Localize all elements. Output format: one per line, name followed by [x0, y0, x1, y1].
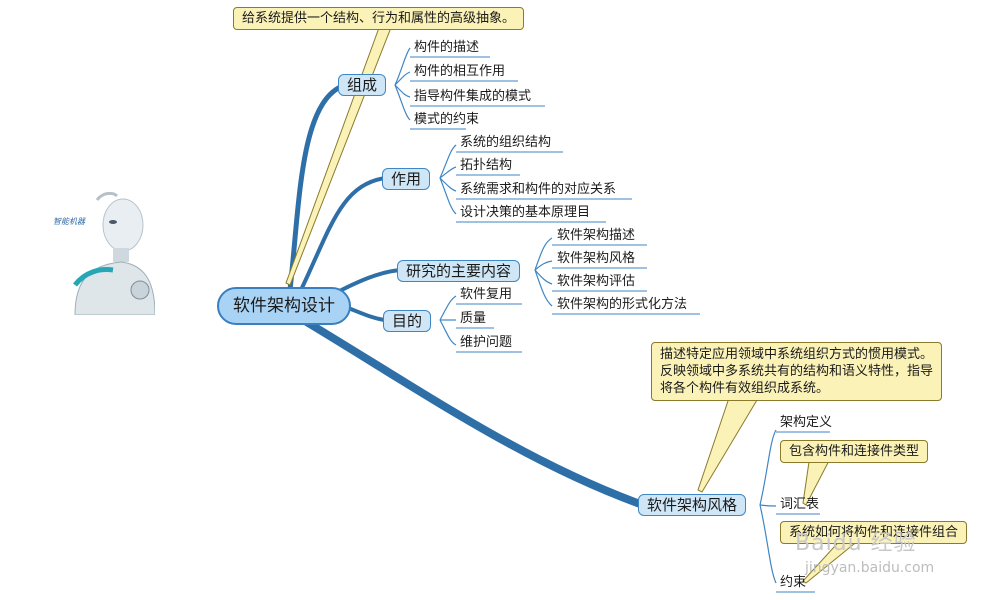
callout-vocab[interactable]: 包含构件和连接件类型: [780, 440, 929, 463]
leaf-yanjiu-3[interactable]: 软件架构评估: [557, 274, 636, 289]
leaf-zucheng-4[interactable]: 模式的约束: [414, 112, 480, 127]
leaf-yanjiu-1[interactable]: 软件架构描述: [557, 228, 636, 243]
leaf-mudi-1[interactable]: 软件复用: [460, 287, 513, 302]
callout-style-line-1: 描述特定应用领域中系统组织方式的惯用模式。: [660, 347, 934, 362]
branch-zucheng-label: 组成: [347, 76, 378, 94]
leaf-fengge-3[interactable]: 约束: [780, 575, 807, 590]
branch-mudi[interactable]: 目的: [383, 310, 432, 332]
leaf-zuoyong-2[interactable]: 拓扑结构: [460, 158, 513, 173]
watermark-url: jingyan.baidu.com: [805, 560, 935, 576]
callout-style-definition[interactable]: 描述特定应用领域中系统组织方式的惯用模式。 反映领域中多系统共有的结构和语义特性…: [651, 342, 943, 401]
callout-style-line-3: 将各个构件有效组织成系统。: [660, 381, 830, 396]
center-node[interactable]: 软件架构设计: [217, 287, 351, 325]
leaf-mudi-3[interactable]: 维护问题: [460, 335, 513, 350]
leaf-zuoyong-3[interactable]: 系统需求和构件的对应关系: [460, 182, 617, 197]
branch-zuoyong[interactable]: 作用: [382, 168, 431, 190]
branch-yanjiu[interactable]: 研究的主要内容: [397, 260, 521, 282]
branch-yanjiu-label: 研究的主要内容: [406, 262, 512, 280]
leaf-zuoyong-4[interactable]: 设计决策的基本原理目: [460, 205, 591, 220]
leaf-zucheng-2[interactable]: 构件的相互作用: [414, 64, 506, 79]
branch-mudi-label: 目的: [392, 312, 423, 330]
callout-constraint-text: 系统如何将构件和连接件组合: [789, 525, 959, 540]
robot-image: 智能机器: [53, 190, 156, 316]
leaf-zucheng-3[interactable]: 指导构件集成的模式: [414, 89, 532, 104]
leaf-yanjiu-4[interactable]: 软件架构的形式化方法: [557, 297, 688, 312]
branch-zuoyong-label: 作用: [391, 170, 422, 188]
branch-fengge-label: 软件架构风格: [647, 496, 738, 514]
watermark-logo: Baidu 经验: [795, 531, 917, 556]
leaf-mudi-2[interactable]: 质量: [460, 311, 487, 326]
callout-style-line-2: 反映领域中多系统共有的结构和语义特性，指导: [660, 364, 934, 379]
callout-vocab-text: 包含构件和连接件类型: [789, 444, 920, 459]
photo-caption: 智能机器: [53, 217, 85, 226]
branch-zucheng[interactable]: 组成: [338, 74, 387, 96]
leaf-zucheng-1[interactable]: 构件的描述: [414, 40, 480, 55]
leaf-fengge-2[interactable]: 词汇表: [780, 497, 820, 512]
leaf-fengge-1[interactable]: 架构定义: [780, 415, 833, 430]
leaf-zuoyong-1[interactable]: 系统的组织结构: [460, 135, 552, 150]
branch-fengge[interactable]: 软件架构风格: [638, 494, 747, 516]
callout-constraint[interactable]: 系统如何将构件和连接件组合: [780, 521, 968, 544]
callout-top[interactable]: 给系统提供一个结构、行为和属性的高级抽象。: [233, 7, 525, 30]
center-label: 软件架构设计: [233, 296, 335, 316]
leaf-yanjiu-2[interactable]: 软件架构风格: [557, 251, 636, 266]
callout-top-text: 给系统提供一个结构、行为和属性的高级抽象。: [242, 11, 516, 26]
